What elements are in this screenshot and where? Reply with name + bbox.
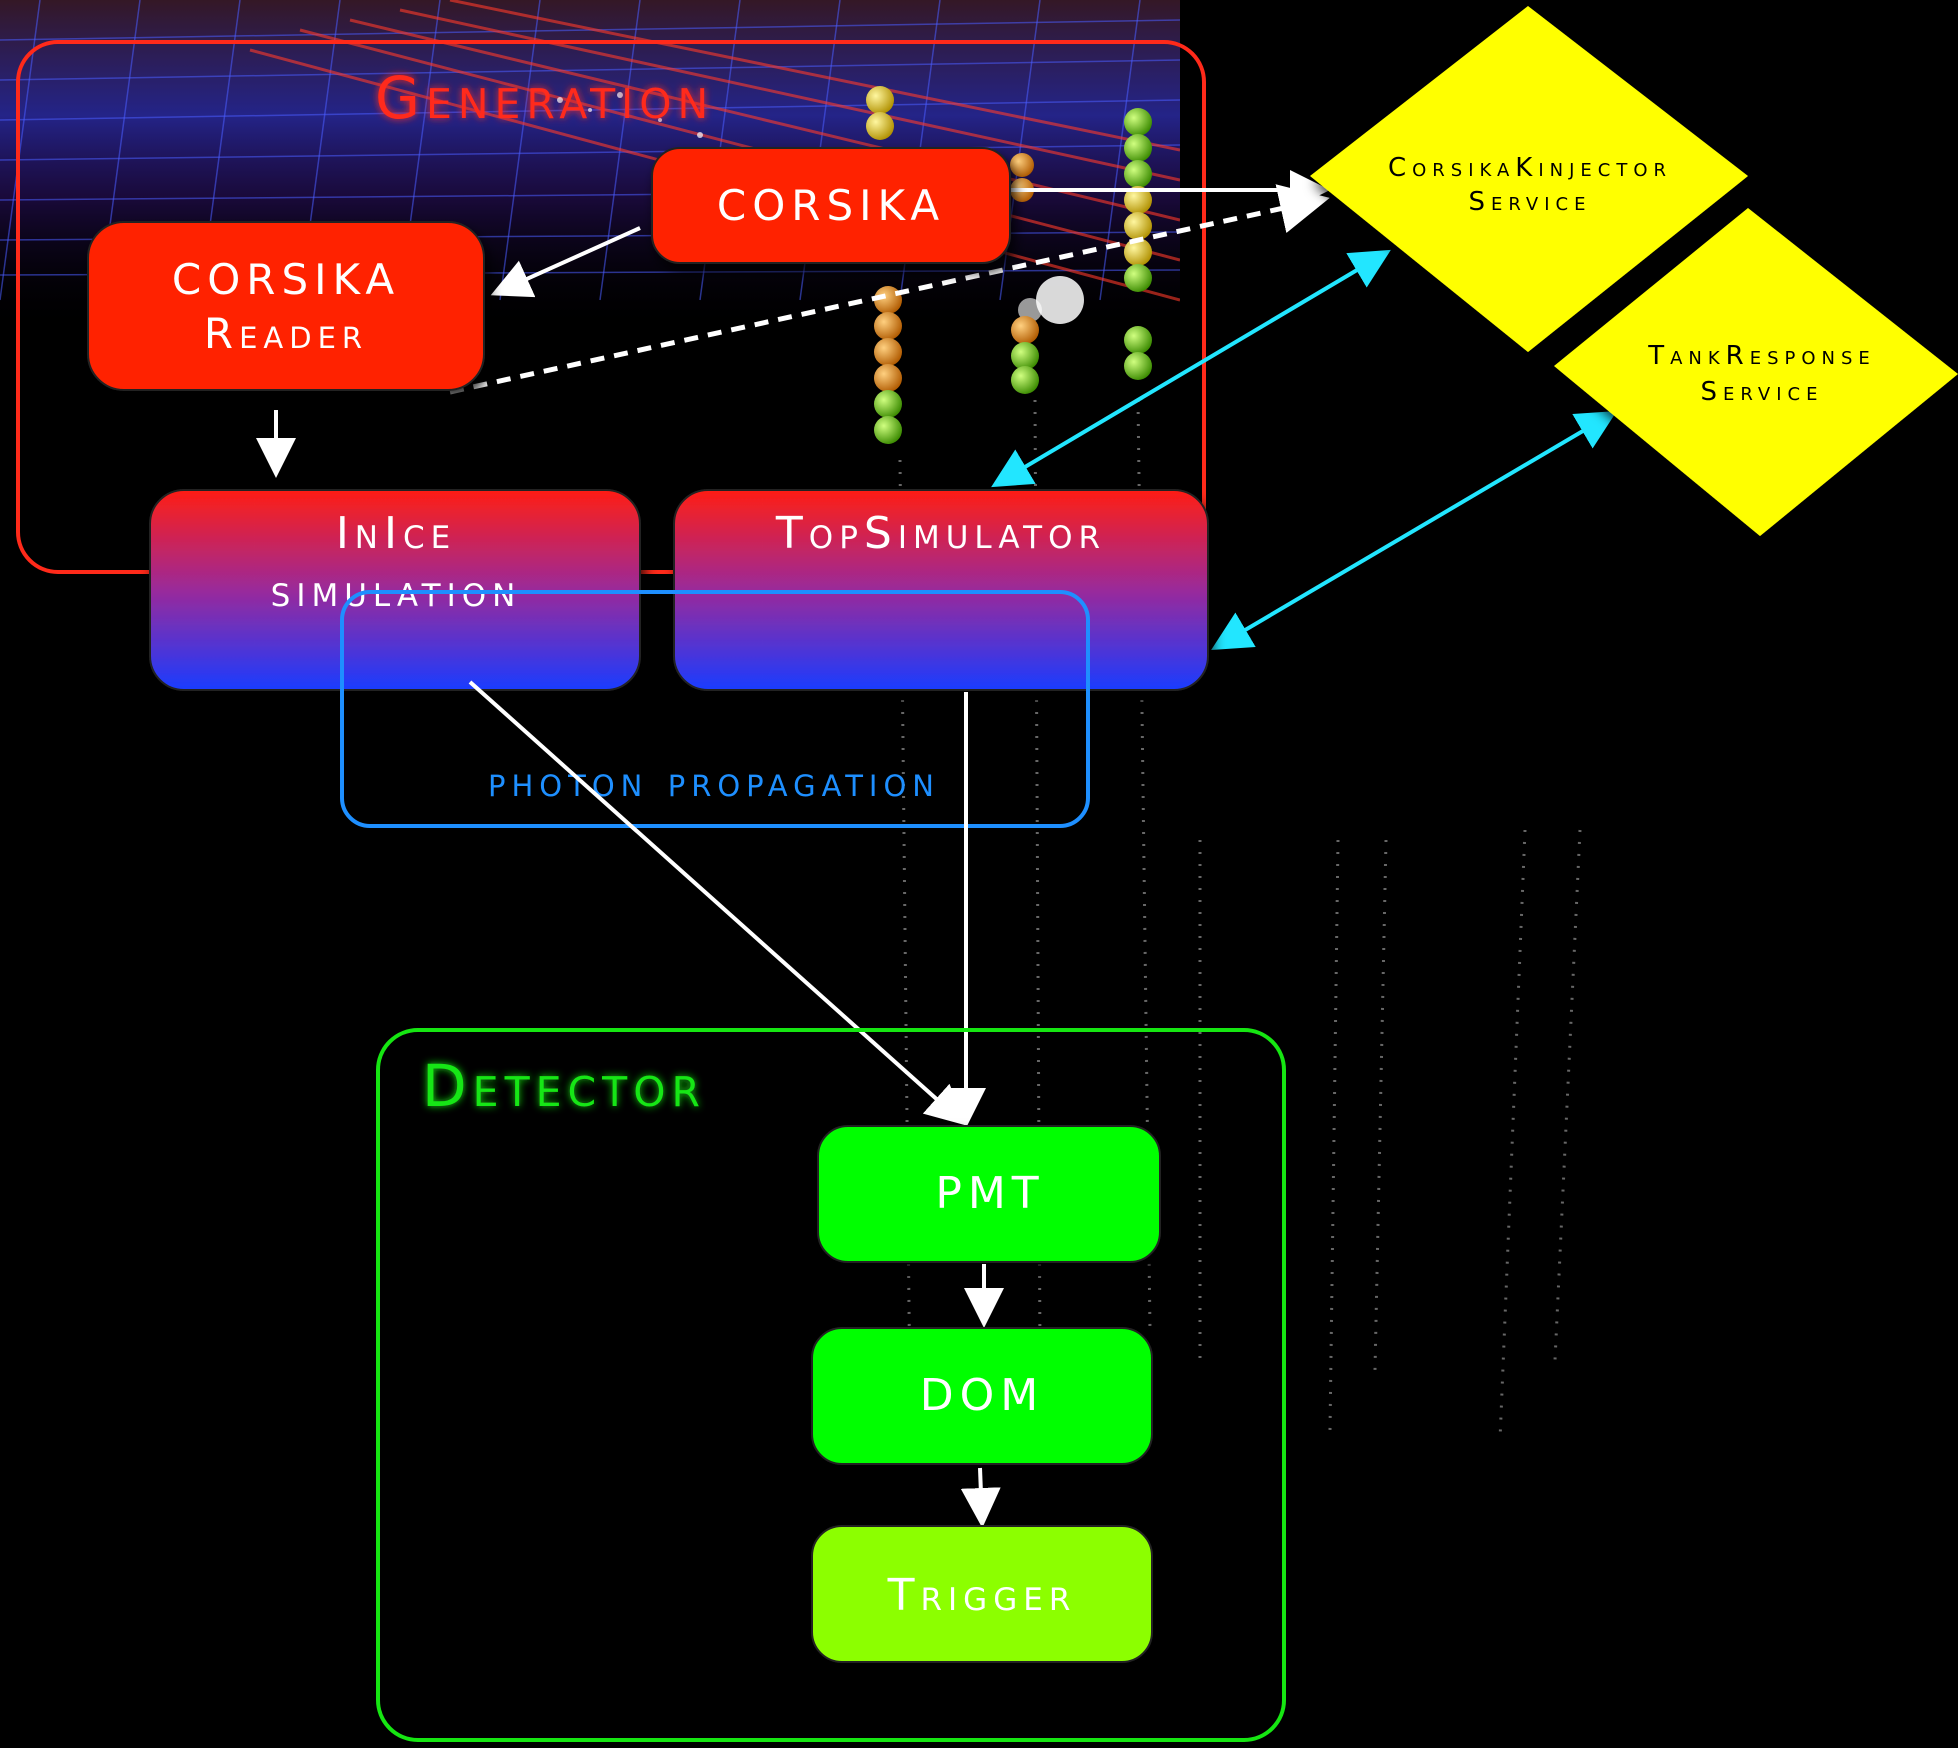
arrow-reader-to-injector-dashed [449, 184, 1330, 395]
corsika-injector-line2: Service [1469, 187, 1592, 217]
pmt-label: PMT [935, 1168, 1044, 1219]
corsika-label: CORSIKA [717, 181, 945, 230]
corsika-reader-line2: Reader [204, 309, 368, 358]
topsimulator-label: TopSimulator [775, 508, 1106, 559]
arrow-inice-to-pmt [468, 680, 966, 1126]
dom-box [811, 1327, 1153, 1465]
arrow-topsim-injector [991, 249, 1391, 488]
arrow-topsim-tankresponse [1211, 410, 1617, 651]
corsika-box [651, 147, 1011, 264]
corsika-injector-line1: CorsikaKinjector [1388, 153, 1672, 183]
corsika-reader-box [87, 221, 485, 391]
tank-response-line2: Service [1701, 377, 1824, 407]
tank-response-line1: TankResponse [1647, 341, 1876, 371]
photon-propagation-label: photon propagation [488, 757, 940, 806]
pmt-box [817, 1125, 1161, 1263]
corsika-injector-service-diamond [1310, 6, 1748, 352]
trigger-box [811, 1525, 1153, 1663]
tank-response-service-diamond [1554, 208, 1958, 536]
string-right [1124, 108, 1152, 380]
detector-group [376, 1028, 1286, 1742]
generation-label: Generation [375, 64, 714, 132]
corsika-reader-line1: CORSIKA [172, 255, 400, 304]
shower-streaks [249, 0, 1180, 302]
detector-label: Detector [422, 1052, 706, 1120]
inice-line1: InIce [336, 508, 456, 559]
trigger-label: Trigger [887, 1570, 1077, 1621]
photon-propagation-group [340, 590, 1090, 828]
string-left [866, 86, 902, 444]
dom-label: DOM [920, 1370, 1044, 1421]
arrow-dom-to-trigger [960, 1467, 1001, 1528]
arrow-corsika-to-reader [490, 226, 641, 298]
